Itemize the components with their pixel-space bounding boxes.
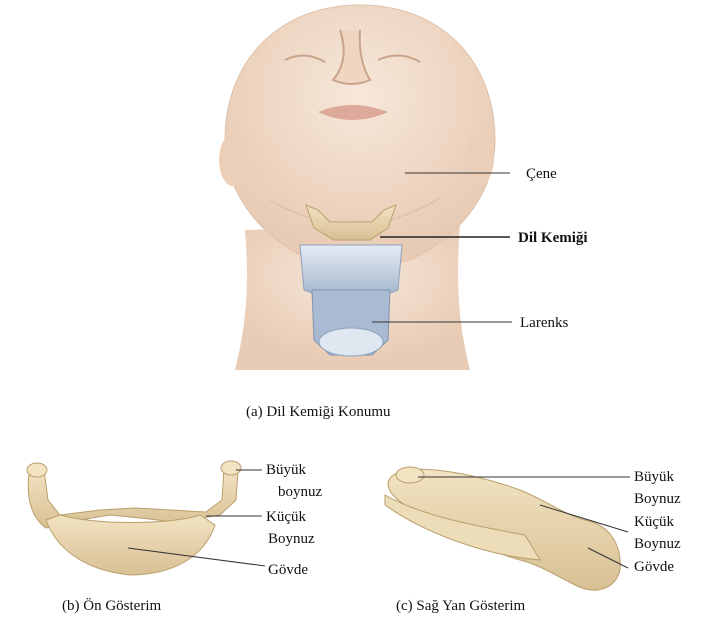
- head-figure: [219, 5, 495, 370]
- front-label-lesser-horn-1: Küçük: [266, 508, 306, 526]
- label-chin: Çene: [526, 165, 557, 183]
- caption-a: (a) Dil Kemiği Konumu: [246, 404, 391, 421]
- side-label-lesser-horn-1: Küçük: [634, 513, 674, 531]
- side-label-body: Gövde: [634, 558, 674, 576]
- front-label-greater-horn-1: Büyük: [266, 461, 306, 479]
- side-label-greater-horn-1: Büyük: [634, 468, 674, 486]
- label-larynx: Larenks: [520, 314, 568, 332]
- ear-right: [466, 132, 494, 184]
- front-label-lesser-horn-2: Boynuz: [268, 530, 315, 548]
- side-view-hyoid: [385, 467, 620, 590]
- caption-b: (b) Ön Gösterim: [62, 598, 161, 615]
- side-label-greater-horn-2: Boynuz: [634, 490, 681, 508]
- side-label-lesser-horn-2: Boynuz: [634, 535, 681, 553]
- front-label-greater-horn-2: boynuz: [278, 483, 322, 501]
- caption-c: (c) Sağ Yan Gösterim: [396, 598, 525, 615]
- front-view-hyoid: [27, 461, 241, 575]
- front-label-body: Gövde: [268, 561, 308, 579]
- ear-left: [219, 134, 247, 186]
- cricoid: [319, 328, 383, 356]
- label-hyoid: Dil Kemiği: [518, 229, 588, 247]
